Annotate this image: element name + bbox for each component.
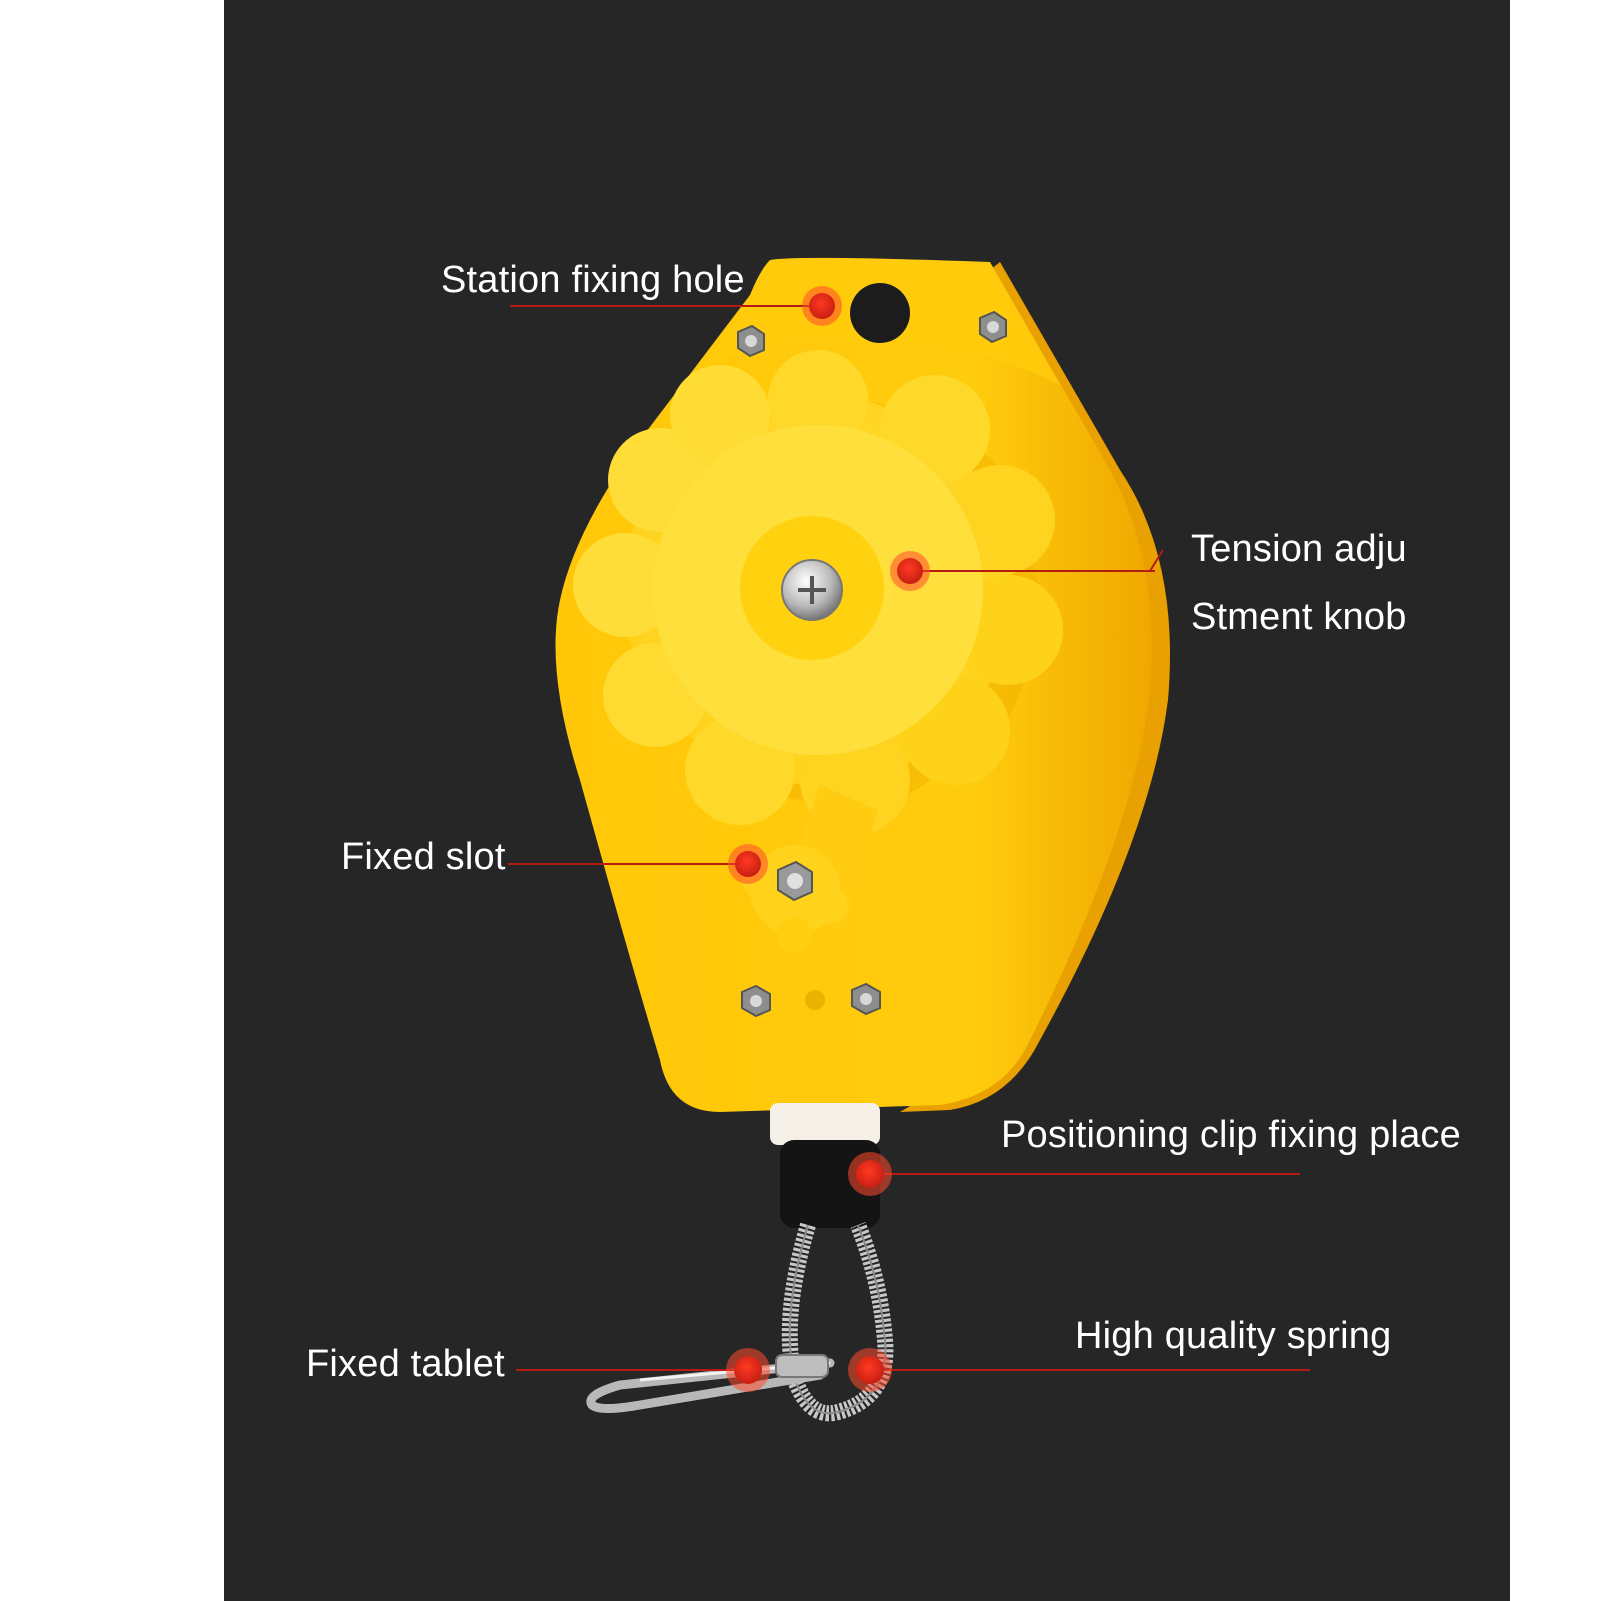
label-positioning-clip: Positioning clip fixing place bbox=[1001, 1114, 1461, 1156]
hex-bolt-icon bbox=[741, 984, 771, 1018]
label-station-fixing-hole: Station fixing hole bbox=[441, 259, 745, 301]
snap-hook-icon bbox=[586, 1354, 835, 1413]
label-tension-adjustment-line2: Stment knob bbox=[1191, 596, 1407, 638]
hex-bolt-icon bbox=[979, 310, 1007, 344]
red-dot-marker-icon bbox=[890, 551, 930, 591]
red-dot-marker-icon bbox=[728, 844, 768, 884]
hex-bolt-icon bbox=[851, 982, 881, 1016]
station-fixing-hole bbox=[850, 283, 910, 343]
label-tension-adjustment-line1: Tension adju bbox=[1191, 528, 1407, 570]
cable-exit-collar bbox=[770, 1103, 880, 1145]
hex-bolt-icon bbox=[737, 324, 765, 358]
label-fixed-tablet: Fixed tablet bbox=[306, 1343, 505, 1385]
red-dot-marker-icon bbox=[726, 1348, 770, 1392]
red-dot-marker-icon bbox=[848, 1152, 892, 1196]
label-fixed-slot: Fixed slot bbox=[341, 836, 506, 878]
leader-lines bbox=[508, 305, 1310, 1371]
red-dot-marker-icon bbox=[848, 1348, 892, 1392]
label-high-quality-spring: High quality spring bbox=[1075, 1315, 1392, 1357]
red-dot-marker-icon bbox=[802, 286, 842, 326]
center-bottom-hole bbox=[805, 990, 825, 1010]
phillips-screw-icon bbox=[781, 559, 843, 621]
